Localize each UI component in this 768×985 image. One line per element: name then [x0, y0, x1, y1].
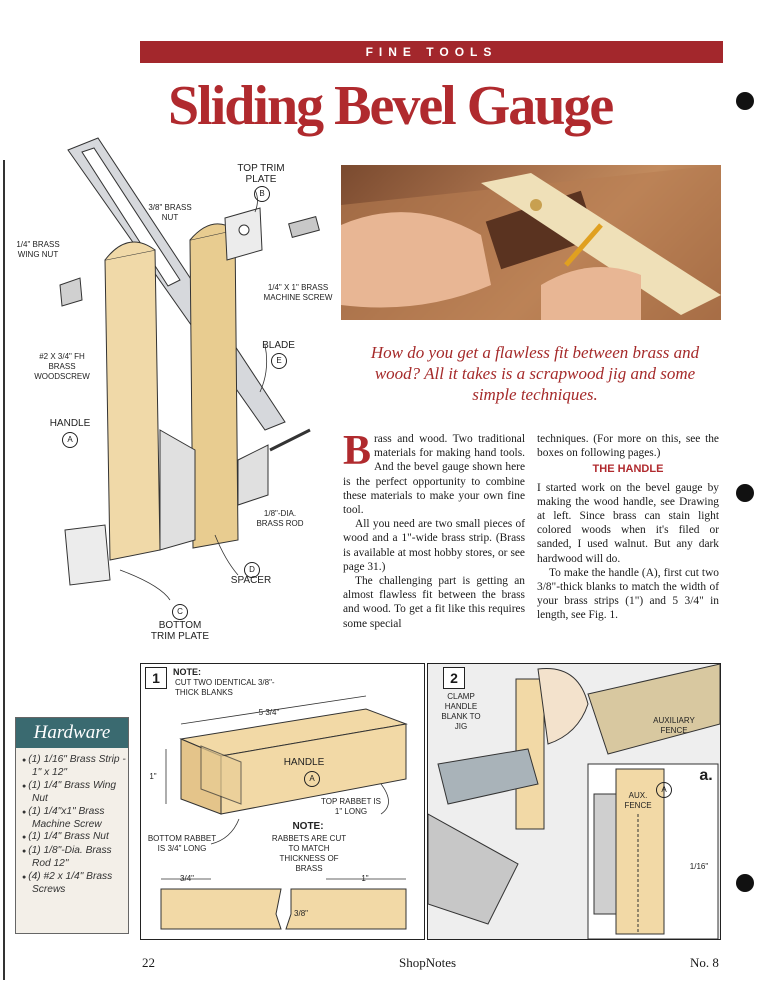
body-paragraph: I started work on the bevel gauge by mak… — [537, 481, 719, 565]
page-edge-rule — [3, 160, 5, 980]
hardware-item: (1) 1/8"-Dia. Brass Rod 12" — [22, 845, 128, 871]
hardware-list: (1) 1/16" Brass Strip - 1" x 12" (1) 1/4… — [16, 754, 128, 896]
section-subhead: THE HANDLE — [592, 463, 664, 476]
figure-1-note2-title: NOTE: — [292, 821, 324, 832]
figure-1-dim-left: 3/4" — [180, 874, 194, 883]
body-paragraph: techniques. (For more on this, see the b… — [537, 433, 719, 460]
label-spacer: SPACER — [230, 575, 272, 586]
figure-2-callout-a: A — [656, 782, 672, 798]
figure-2-aux-fence-label: AUXILIARY FENCE — [653, 716, 695, 735]
photo-illustration — [341, 165, 721, 320]
body-paragraph: To make the handle (A), first cut two 3/… — [537, 566, 719, 622]
label-top-trim-plate: TOP TRIM PLATE — [237, 163, 285, 185]
label-blade: BLADE — [262, 340, 295, 351]
bottom-trim-plate-shape — [64, 524, 111, 586]
hardware-item: (4) #2 x 1/4" Brass Screws — [22, 871, 128, 897]
binder-hole-icon — [736, 484, 754, 502]
handle-front-shape — [104, 249, 161, 561]
figure-1-dim-depth: 3/8" — [294, 909, 308, 918]
binder-hole-icon — [736, 874, 754, 892]
exploded-drawing — [59, 137, 320, 601]
hardware-item: (1) 1/4"x1" Brass Machine Screw — [22, 806, 128, 832]
figure-1-dim-right: 1" — [361, 874, 369, 883]
hardware-item: (1) 1/16" Brass Strip - 1" x 12" — [22, 754, 128, 780]
figure-1-height: 1" — [149, 772, 157, 781]
intro-deck: How do you get a flawless fit between br… — [370, 343, 700, 404]
label-woodscrew: #2 x 3/4" Fh BRASS WOODSCREW — [34, 352, 90, 381]
label-wing-nut: 1/4" BRASS WING NUT — [16, 240, 60, 259]
figure-2-clamp-label: CLAMP HANDLE BLANK TO JIG — [441, 692, 481, 731]
spacer-shape — [159, 429, 196, 551]
handle-back-shape — [189, 229, 239, 549]
wing-nut-shape — [59, 277, 83, 307]
photo-bevel-gauge — [341, 165, 721, 320]
hardware-sidebar: Hardware (1) 1/16" Brass Strip - 1" x 12… — [15, 717, 129, 934]
figure-2-number: 2 — [443, 667, 465, 689]
magazine-name: ShopNotes — [399, 955, 457, 970]
callout-a: A — [62, 432, 78, 448]
label-handle: HANDLE — [49, 418, 91, 429]
label-brass-rod: 1/8"-DIA. BRASS ROD — [256, 509, 304, 528]
label-machine-screw: 1/4" x 1" BRASS MACHINE SCREW — [263, 283, 333, 302]
figure-1-number: 1 — [145, 667, 167, 689]
figure-1-callout-a: A — [304, 771, 320, 787]
figure-1-note-text: CUT TWO IDENTICAL 3/8"-THICK BLANKS — [175, 678, 275, 697]
figure-2: 2 CLAMP HANDLE BLANK TO JIG AUXILIARY FE… — [427, 663, 721, 940]
label-bottom-trim-plate: BOTTOM TRIM PLATE — [150, 620, 210, 642]
figure-1: 1 NOTE: CUT TWO IDENTICAL 3/8"-THICK BLA… — [140, 663, 425, 940]
dropcap: B — [343, 428, 372, 474]
body-paragraph: All you need are two small pieces of woo… — [343, 518, 525, 573]
figure-2-dim: 1/16" — [689, 862, 709, 871]
page-number: 22 — [142, 955, 155, 970]
figure-2-aux-fence-small: AUX. FENCE — [624, 791, 652, 810]
callout-d: D — [244, 562, 260, 578]
hardware-item: (1) 1/4" Brass Nut — [22, 831, 128, 844]
callout-e: E — [271, 353, 287, 369]
figure-1-note2-text: RABBETS ARE CUT TO MATCH THICKNESS OF BR… — [271, 834, 347, 873]
figure-1-note-title: NOTE: — [173, 667, 201, 677]
body-paragraph: The challenging part is getting an almos… — [343, 575, 525, 630]
figure-1-handle-label: HANDLE — [283, 757, 325, 768]
figure-1-length: 5 3/4" — [258, 708, 280, 717]
binder-hole-icon — [736, 92, 754, 110]
figure-1-drawing — [160, 695, 408, 930]
body-column-2: techniques. (For more on this, see the b… — [537, 432, 719, 623]
page-title: Sliding Bevel Gauge — [168, 75, 614, 137]
callout-b: B — [254, 186, 270, 202]
hardware-title: Hardware — [16, 718, 128, 748]
hardware-item: (1) 1/4" Brass Wing Nut — [22, 780, 128, 806]
body-paragraph: rass and wood. Two traditional materials… — [343, 433, 525, 517]
label-brass-nut: 3/8" BRASS NUT — [148, 203, 192, 222]
figure-1-bottom-rabbet: BOTTOM RABBET IS 3/4" LONG — [147, 834, 217, 853]
issue-number: No. 8 — [690, 955, 719, 970]
callout-c: C — [172, 604, 188, 620]
figure-1-top-rabbet: TOP RABBET IS 1" LONG — [320, 797, 382, 816]
figure-2-drawing — [428, 664, 720, 939]
figure-2-detail-label: a. — [699, 767, 713, 784]
section-banner: FINE TOOLS — [140, 41, 723, 63]
